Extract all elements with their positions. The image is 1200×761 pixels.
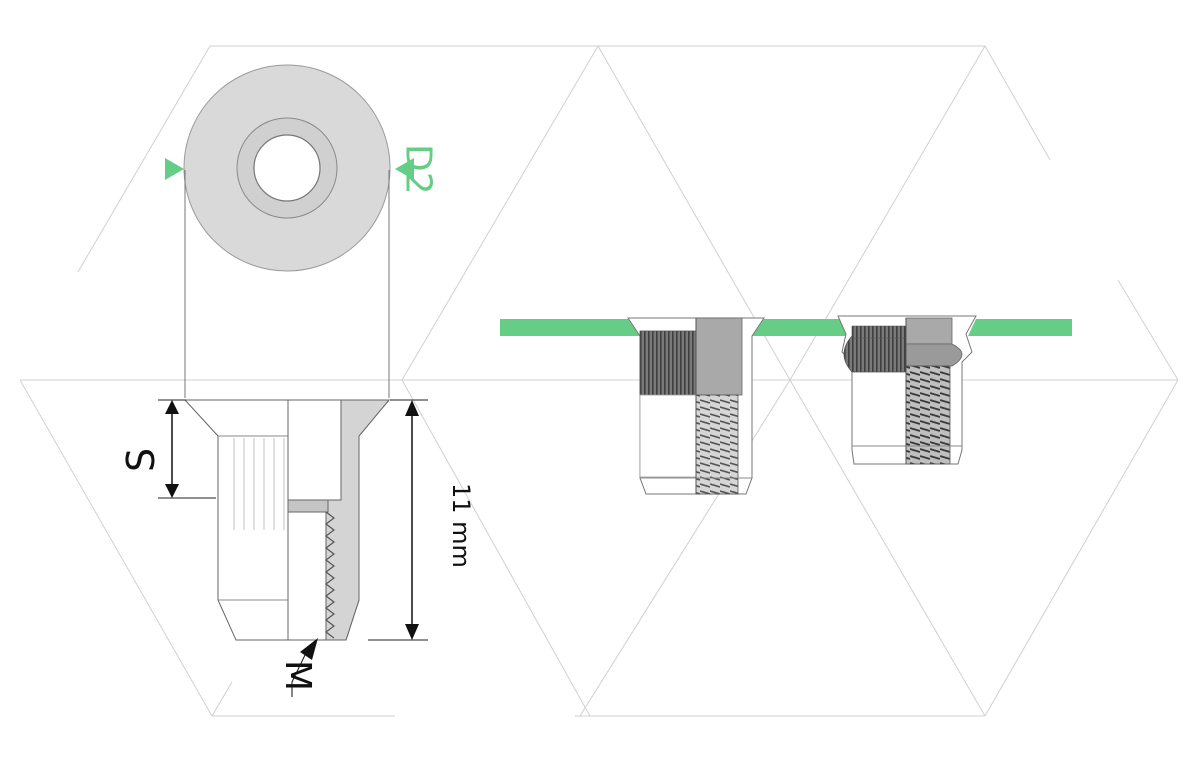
- side-view: [183, 399, 391, 641]
- d2-right-arrow-icon: [395, 158, 414, 180]
- s-top-arrow-icon: [165, 400, 179, 414]
- d2-left-arrow-icon: [165, 158, 184, 180]
- s-dimension: S: [119, 399, 216, 499]
- length-top-arrow-icon: [405, 400, 419, 416]
- installed-nut-after: [837, 315, 1072, 465]
- d2-dimension: D2: [165, 144, 438, 398]
- s-bottom-arrow-icon: [165, 484, 179, 498]
- s-label: S: [119, 448, 163, 472]
- m-dimension: M: [277, 638, 318, 697]
- d2-label: D2: [397, 144, 438, 195]
- length-dimension: 11 mm: [368, 399, 475, 641]
- length-label: 11 mm: [447, 483, 475, 568]
- installed-nut-before: [500, 317, 848, 495]
- length-bottom-arrow-icon: [405, 624, 419, 640]
- m-label: M: [277, 660, 318, 691]
- m-arrow-icon: [300, 638, 318, 660]
- top-view: [183, 64, 391, 272]
- background-grid: [19, 45, 1179, 717]
